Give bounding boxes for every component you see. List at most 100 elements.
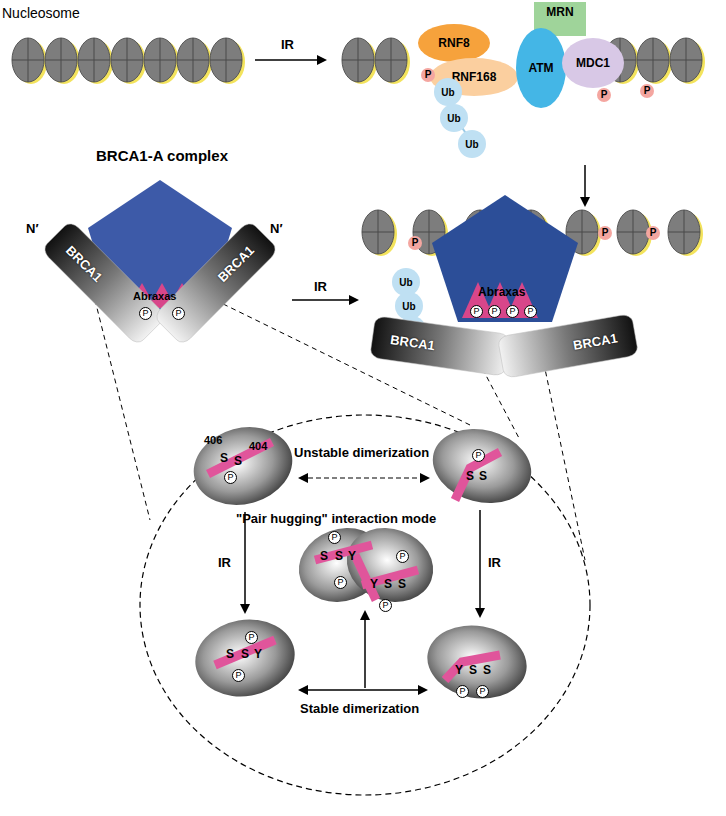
nucleosome [177, 38, 212, 84]
label-holder: S [220, 452, 228, 464]
label-holder: P [472, 448, 485, 462]
text-label: S [220, 451, 228, 465]
label-holder: Unstable dimerization [294, 446, 429, 459]
text-label: S [384, 577, 392, 591]
ubiquitin: Ub [434, 78, 462, 106]
label-holder: N′ [26, 222, 39, 235]
label-holder: S [320, 550, 328, 562]
text-label: IR [218, 555, 231, 570]
mdc1-protein: MDC1 [562, 38, 624, 88]
label-holder: Abraxas [133, 290, 176, 302]
nucleosome [342, 38, 377, 84]
node-label: Ub [447, 113, 460, 124]
text-label: S [483, 663, 491, 677]
label-holder: P [470, 304, 483, 318]
text-label: S [320, 549, 328, 563]
node-label: RNF168 [452, 70, 497, 84]
text-label: Abraxas [133, 290, 176, 302]
brca1-bar: BRCA1 [497, 314, 638, 379]
arrow [292, 299, 357, 301]
text-label: 404 [249, 440, 267, 452]
text-label: S [479, 469, 487, 483]
label-holder: S [241, 648, 249, 660]
label-holder: IR [218, 556, 231, 569]
rnf8-protein: RNF8 [418, 24, 490, 62]
node-label: RNF8 [438, 36, 469, 50]
nucleosome [668, 210, 703, 256]
label-holder: P [334, 575, 347, 589]
label-holder: P [172, 306, 185, 320]
nucleosome [375, 38, 410, 84]
label-holder: Abraxas [478, 286, 525, 298]
node-label: Ub [465, 139, 478, 150]
text-label: 406 [204, 434, 222, 446]
label-holder: S [335, 550, 343, 562]
label-holder: P [598, 226, 612, 240]
phospho-mark: P [476, 685, 489, 698]
label-holder: "Pair hugging" interaction mode [236, 512, 436, 525]
label-holder: Y [348, 550, 356, 562]
text-label: S [234, 454, 242, 468]
phospho-mark: P [245, 631, 258, 644]
ubiquitin: Ub [395, 292, 423, 320]
text-label: Y [254, 647, 262, 661]
phospho-mark: P [421, 68, 435, 82]
phospho-mark: P [472, 449, 485, 462]
nucleosome [362, 210, 397, 256]
text-label: S [335, 549, 343, 563]
node-label: MRN [546, 5, 573, 19]
phospho-mark: P [456, 685, 469, 698]
atm-kinase: ATM [516, 28, 566, 108]
node-shape [497, 314, 638, 379]
label-holder: P [524, 304, 537, 318]
phospho-mark: P [172, 307, 185, 320]
label-holder: S [398, 578, 406, 590]
nucleosome [144, 38, 179, 84]
label-holder: S [469, 664, 477, 676]
phospho-mark: P [379, 599, 392, 612]
phospho-mark: P [408, 236, 422, 250]
phospho-mark: P [334, 576, 347, 589]
phospho-mark: P [597, 88, 611, 102]
brca1-bar: BRCA1 [370, 316, 511, 377]
phospho-mark: P [506, 305, 519, 318]
nucleosome [45, 38, 80, 84]
label-holder: P [245, 630, 258, 644]
label-holder: S [483, 664, 491, 676]
node-label: Ub [399, 277, 412, 288]
label-holder: P [328, 530, 341, 544]
label-holder: BRCA1-A complex [96, 148, 228, 163]
text-label: S [226, 647, 234, 661]
phospho-mark: P [524, 305, 537, 318]
label-holder: Y [370, 578, 378, 590]
label-holder: P [396, 549, 409, 563]
text-label: S [466, 469, 474, 483]
text-label: N′ [270, 221, 283, 236]
label-holder: P [408, 236, 422, 250]
arrow [255, 59, 325, 61]
label-holder: P [506, 304, 519, 318]
phospho-mark: P [224, 471, 237, 484]
label-holder: 406 [204, 434, 222, 446]
node-label: Ub [402, 301, 415, 312]
phospho-mark: P [598, 226, 612, 240]
nucleosome [670, 38, 705, 84]
phospho-mark: P [328, 531, 341, 544]
phospho-mark: P [470, 305, 483, 318]
label-holder: P [139, 306, 152, 320]
zoom-circle [140, 415, 590, 795]
text-label: Nucleosome [2, 5, 80, 21]
label-holder: S [466, 470, 474, 482]
text-label: N′ [26, 221, 39, 236]
label-holder: IR [314, 280, 327, 293]
label-holder: P [456, 684, 469, 698]
text-label: Y [455, 663, 463, 677]
label-holder: S [384, 578, 392, 590]
ubiquitin: Ub [440, 104, 468, 132]
nucleosome [210, 38, 245, 84]
ubiquitin: Ub [392, 268, 420, 296]
nucleosome [78, 38, 113, 84]
phospho-mark: P [640, 84, 654, 98]
complex-pentagon [432, 195, 578, 322]
text-label: IR [488, 555, 501, 570]
